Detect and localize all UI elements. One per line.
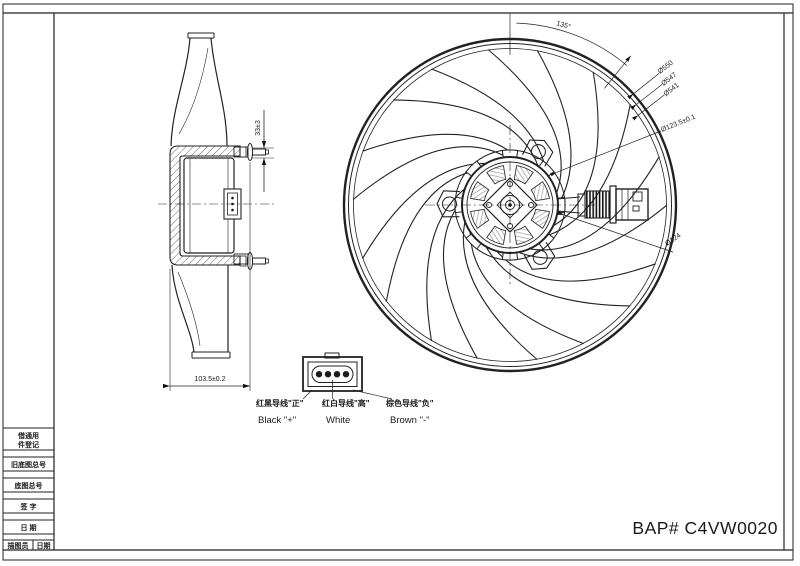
- dim-leaders: [550, 73, 674, 253]
- side-blade-top: [170, 32, 228, 147]
- tb-bottom-left: 描图员: [8, 541, 29, 550]
- dim-angle-label: 135°: [555, 19, 571, 31]
- wire-label-black-en: Black "+": [258, 415, 296, 426]
- tb-row1-line2: 件登记: [18, 440, 39, 449]
- sheet-border: [2, 3, 794, 561]
- tb-row2: 旧底图总号: [11, 460, 46, 469]
- wire-label-black-cn: 红黑导线"正": [256, 398, 304, 408]
- tb-row4: 签 字: [20, 502, 37, 511]
- wire-label-brown-en: Brown "-": [390, 415, 429, 426]
- dim-motor-dia-label: Ø124: [664, 232, 682, 247]
- dim-stud: [252, 110, 274, 192]
- connector-detail: [302, 352, 393, 400]
- wire-label-brown-cn: 棕色导线"负": [385, 398, 434, 408]
- front-view: [331, 14, 679, 381]
- wire-label-white-cn: 红白导线"高": [322, 398, 370, 408]
- mounting-stud-upper: [239, 143, 269, 161]
- side-view: [158, 32, 274, 391]
- dim-stud-label: 33±3: [255, 120, 262, 136]
- dim-depth: [162, 162, 251, 391]
- dim-depth-label: 103.5±0.2: [194, 376, 225, 383]
- tb-bottom-right: 日期: [37, 541, 51, 550]
- title-block-labels: 借通用 件登记 旧底图总号 底图总号 签 字 日 期 描图员 日期: [8, 431, 51, 550]
- fan-hub: [425, 125, 595, 285]
- tb-row5: 日 期: [21, 523, 37, 532]
- harness-plug: [556, 185, 649, 224]
- wire-labels: 红黑导线"正" Black "+" 红白导线"高" White 棕色导线"负" …: [256, 398, 434, 426]
- side-blade-bottom: [171, 264, 231, 359]
- tb-row3: 底图总号: [15, 481, 43, 490]
- part-number: BAP# C4VW0020: [632, 518, 778, 538]
- title-block: [3, 427, 54, 550]
- wire-label-white-en: White: [326, 415, 350, 426]
- dim-hub-dia-label: Ø123.5±0.1: [660, 114, 697, 134]
- dim-angle: [509, 14, 632, 89]
- tb-row1-line1: 借通用: [17, 431, 39, 440]
- mounting-stud-lower: [239, 252, 269, 270]
